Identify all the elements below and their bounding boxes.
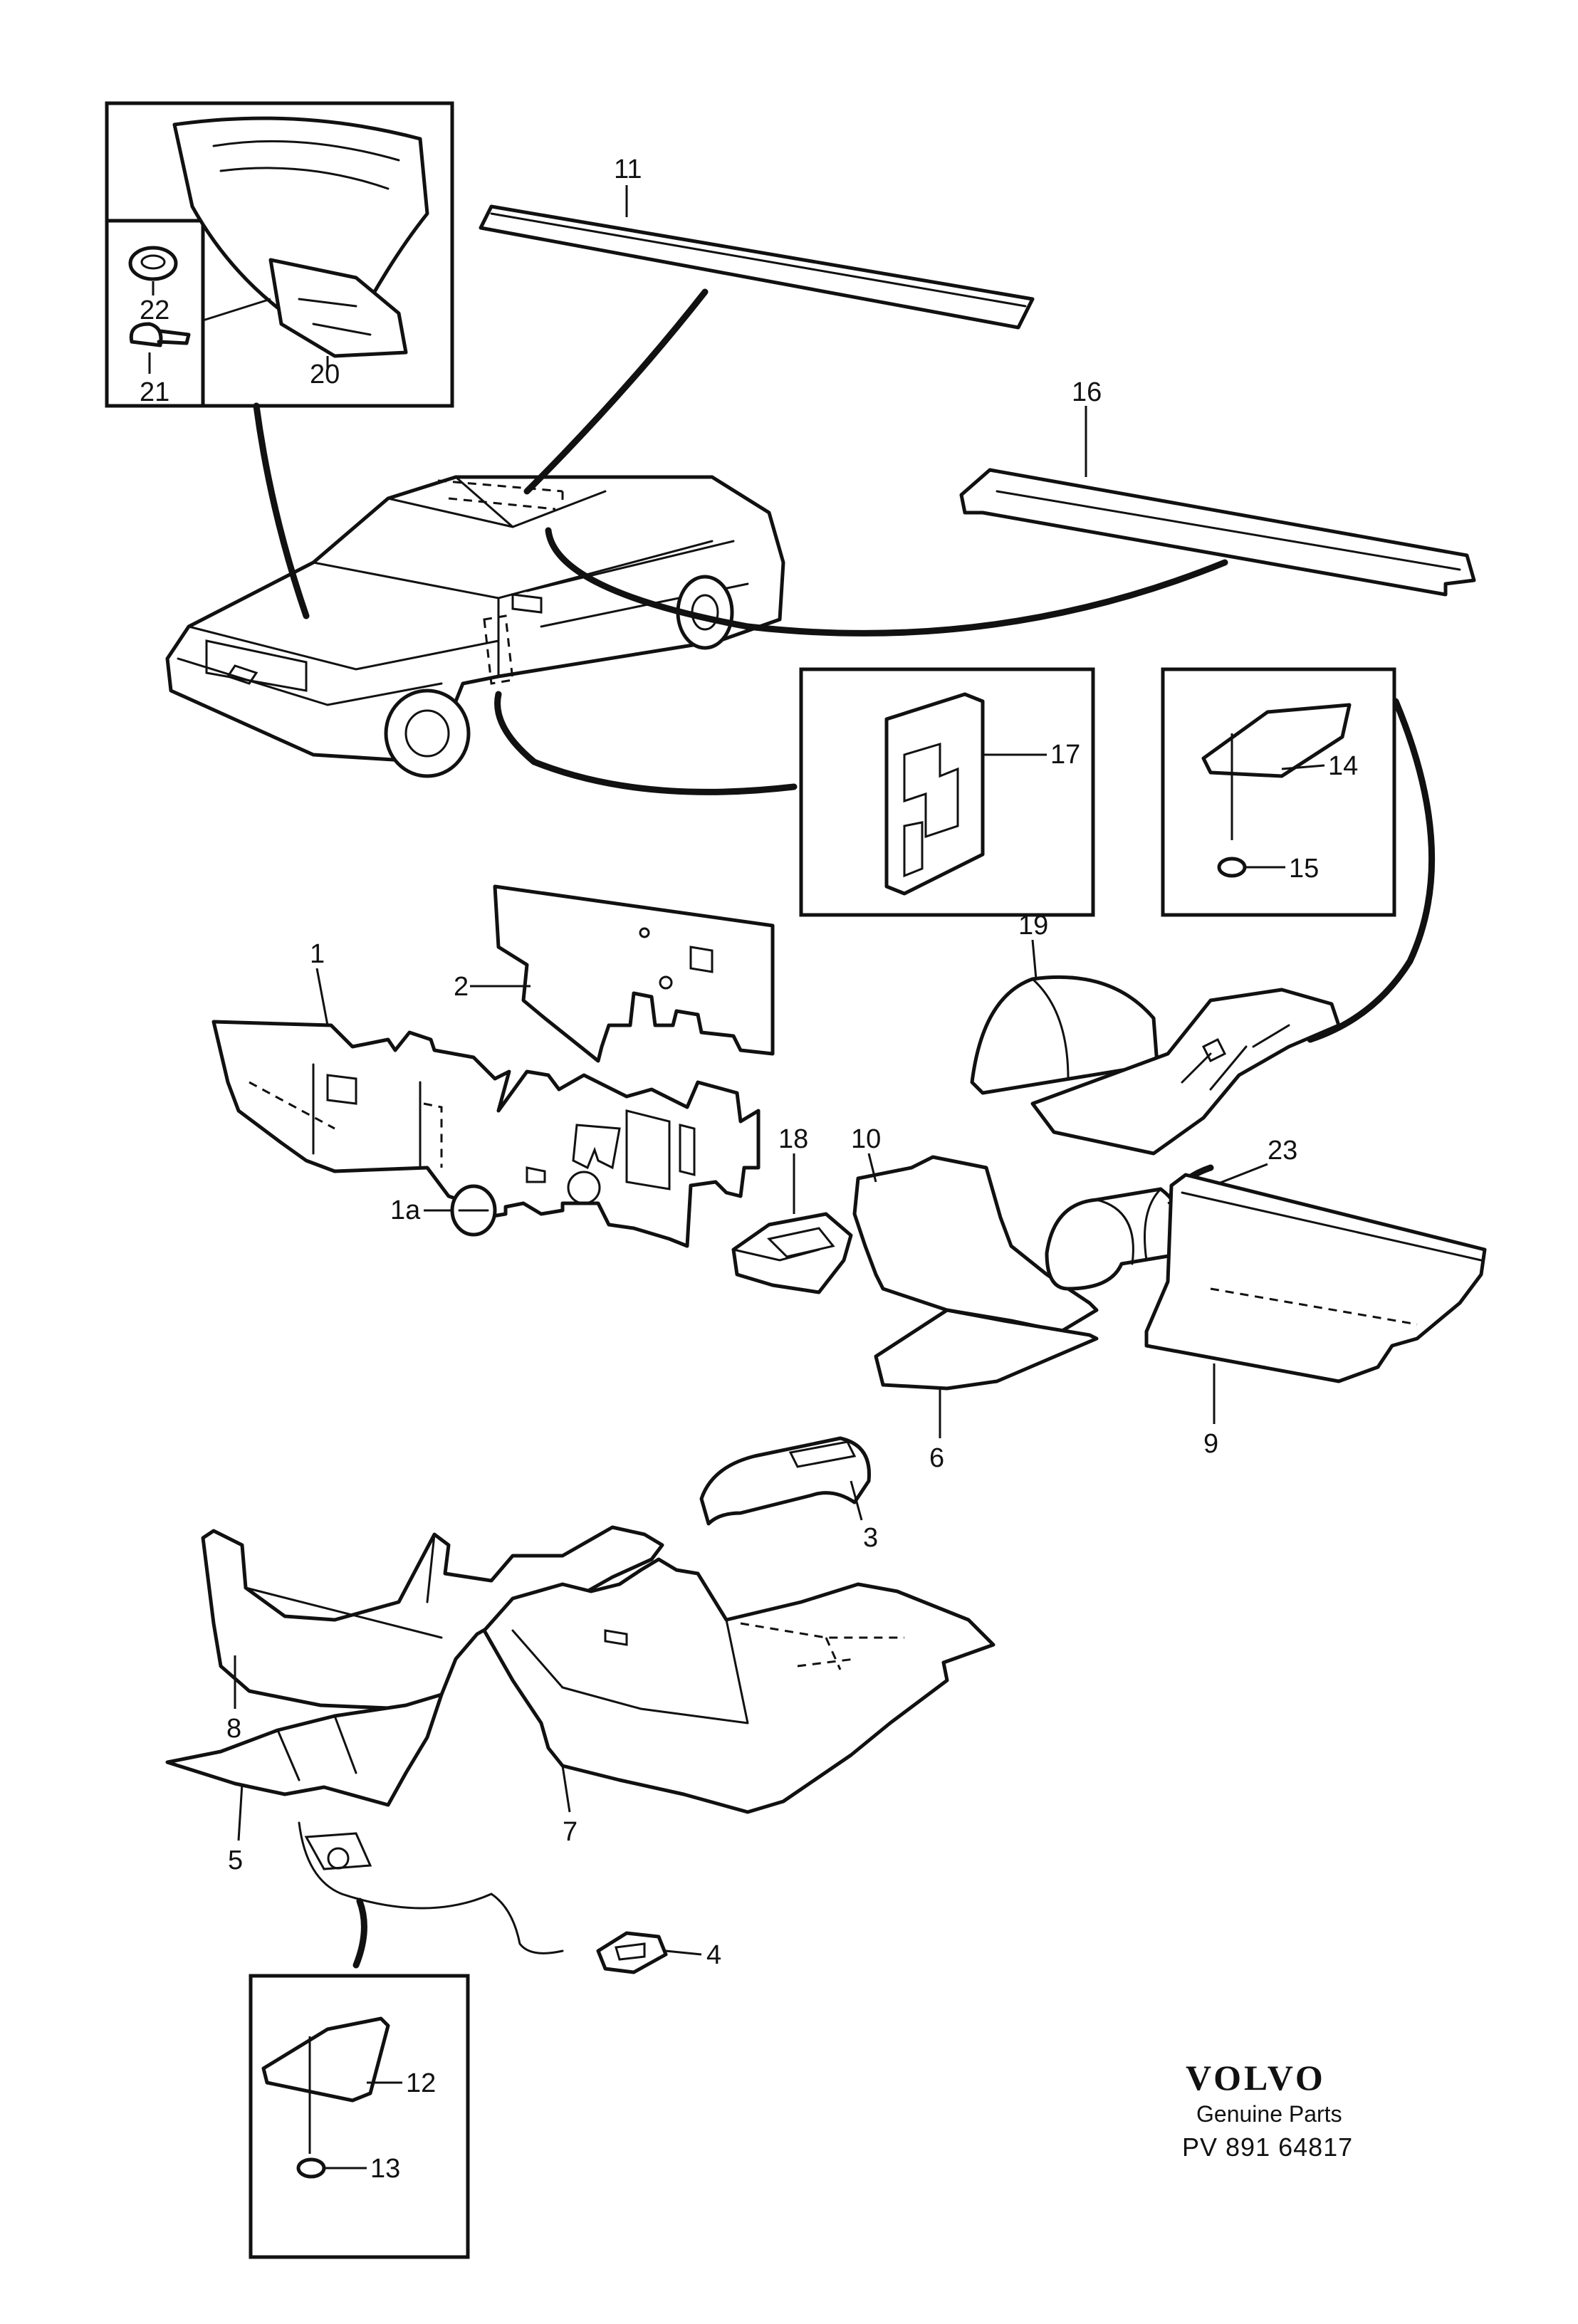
label-23: 23 (1268, 1136, 1297, 1166)
label-19: 19 (1018, 911, 1048, 941)
label-17: 17 (1050, 740, 1080, 770)
fastener-inset-frame (105, 219, 205, 408)
firewall-insulation-upper (470, 884, 775, 1063)
label-21: 21 (140, 377, 169, 407)
pad-12-inset-frame (249, 1974, 470, 2259)
floor-section-lower (298, 1821, 564, 1954)
label-10: 10 (851, 1124, 881, 1154)
tunnel-insulation-19 (970, 939, 1159, 1095)
tunnel-cover-3 (699, 1436, 871, 1526)
label-12: 12 (406, 2068, 436, 2098)
clip-4 (596, 1931, 702, 1974)
label-16: 16 (1072, 377, 1102, 407)
front-lower-piece-5 (165, 1692, 444, 1841)
label-14: 14 (1328, 751, 1358, 781)
part-labels: 11 16 22 21 20 17 14 15 1 2 19 23 10 18 … (140, 155, 1358, 2184)
label-8: 8 (226, 1714, 241, 1744)
front-floor-mat-7 (482, 1557, 996, 1814)
hood-outline (172, 116, 429, 315)
lower-pad-inset (249, 1974, 470, 2259)
hood-insulation-pad (268, 258, 408, 358)
label-9: 9 (1203, 1429, 1218, 1459)
floor-mat-9 (1144, 1173, 1487, 1424)
rear-shelf-insulation-strip (959, 406, 1476, 597)
pad-and-clip-inset (1161, 667, 1396, 917)
clip-22 (128, 246, 178, 281)
volvo-logo: VOLVO (1186, 2058, 1326, 2098)
label-4: 4 (706, 1940, 721, 1970)
label-7: 7 (563, 1817, 578, 1847)
diagram-code: PV 891 64817 (1182, 2132, 1353, 2162)
label-18: 18 (778, 1124, 808, 1154)
label-13: 13 (370, 2154, 400, 2184)
floor-outline (1030, 988, 1341, 1156)
brand-subtitle: Genuine Parts (1196, 2101, 1342, 2127)
front-floor-mat-8 (201, 1525, 664, 1711)
label-3: 3 (863, 1523, 878, 1553)
label-22: 22 (140, 295, 169, 325)
door-pillar-pad-inset (799, 667, 1095, 917)
label-20: 20 (310, 360, 340, 389)
brand-block: VOLVO Genuine Parts PV 891 64817 (1182, 2058, 1353, 2162)
label-15: 15 (1289, 854, 1319, 884)
hood-detail-inset (105, 101, 454, 408)
label-11: 11 (614, 155, 642, 184)
floor-mat-10 (852, 1153, 1099, 1334)
car-illustration (165, 475, 785, 778)
label-5: 5 (228, 1846, 243, 1875)
label-1: 1 (310, 939, 325, 969)
insulation-block-18 (731, 1153, 853, 1294)
floor-piece-6 (874, 1308, 1099, 1438)
pad-14-inset-frame (1161, 667, 1396, 917)
screw-21 (129, 322, 191, 347)
plug-1a (424, 1184, 497, 1237)
roof-insulation-strip (479, 185, 1035, 330)
label-1a: 1a (390, 1195, 421, 1225)
pad-17-inset-frame (799, 667, 1095, 917)
label-2: 2 (454, 972, 469, 1002)
label-6: 6 (929, 1443, 944, 1473)
